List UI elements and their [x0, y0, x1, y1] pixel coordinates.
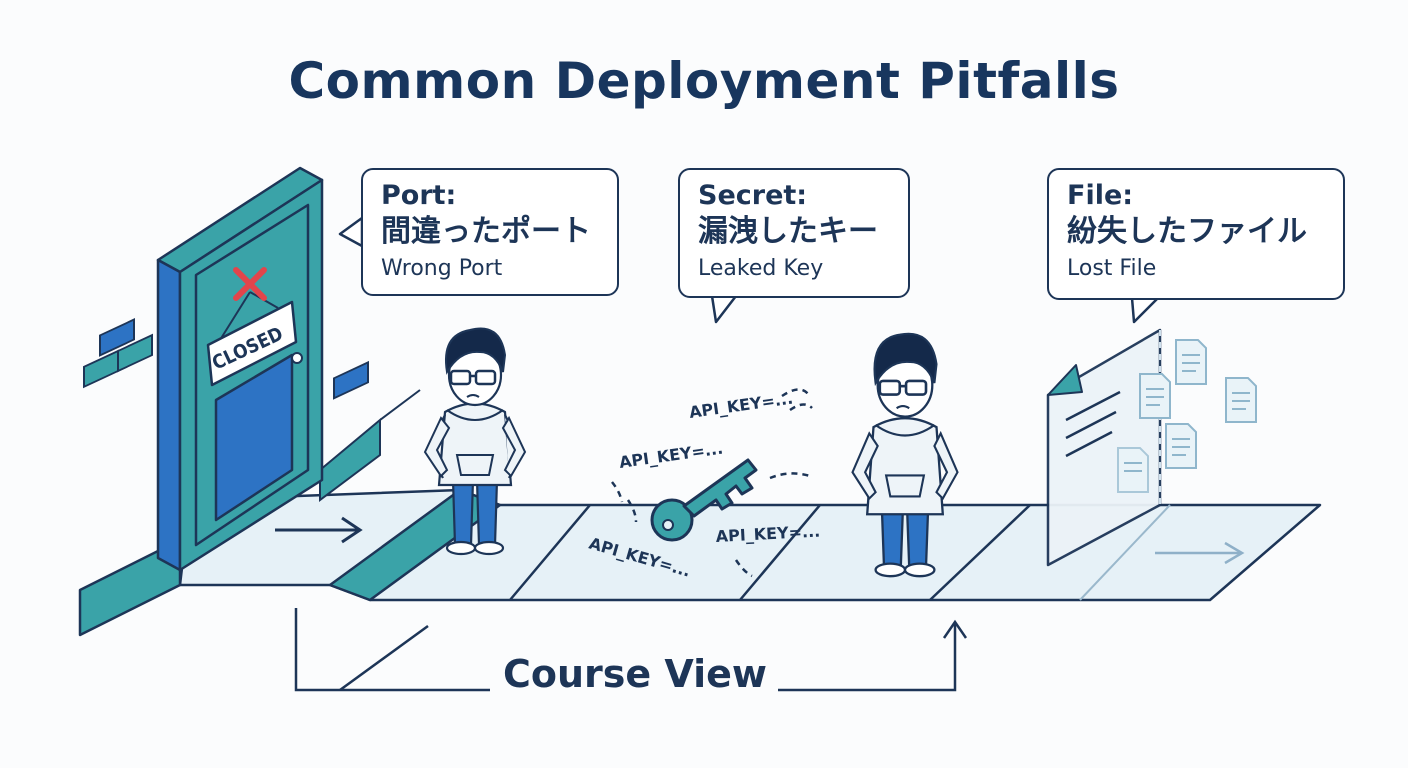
file-jp-label: 紛失したファイル [1067, 214, 1307, 249]
bubble-tail-2 [710, 294, 738, 324]
red-x-icon [233, 267, 267, 301]
key-icon [611, 388, 813, 578]
frustrated-developer-2 [851, 332, 959, 578]
pitfall-bubble-secret: Secret: 漏洩したキー Leaked Key [678, 168, 910, 298]
frustrated-developer-1 [423, 327, 527, 556]
lost-file-icon [1046, 328, 1162, 567]
api-key-label-2: API_KEY=... [618, 439, 724, 472]
file-heading: File: [1067, 180, 1134, 211]
bubble-tail-3 [1130, 296, 1160, 324]
port-jp-label: 間違ったポート [381, 214, 591, 249]
secret-heading: Secret: [698, 180, 808, 211]
bubble-tail-1 [338, 216, 364, 248]
file-en-label: Lost File [1067, 256, 1157, 281]
pitfall-bubble-file: File: 紛失したファイル Lost File [1047, 168, 1345, 300]
page-title: Common Deployment Pitfalls [288, 52, 1120, 110]
course-view-bracket [294, 608, 968, 692]
port-en-label: Wrong Port [381, 256, 503, 281]
course-view-label: Course View [502, 652, 768, 696]
api-key-label-1: API_KEY=... [688, 389, 794, 422]
secret-jp-label: 漏洩したキー [698, 214, 878, 249]
pitfall-bubble-port: Port: 間違ったポート Wrong Port [361, 168, 619, 296]
secret-en-label: Leaked Key [698, 256, 824, 281]
ground-strip [78, 318, 421, 637]
port-heading: Port: [381, 180, 457, 211]
scattered-documents [1117, 339, 1257, 493]
closed-door: CLOSED [156, 166, 324, 572]
